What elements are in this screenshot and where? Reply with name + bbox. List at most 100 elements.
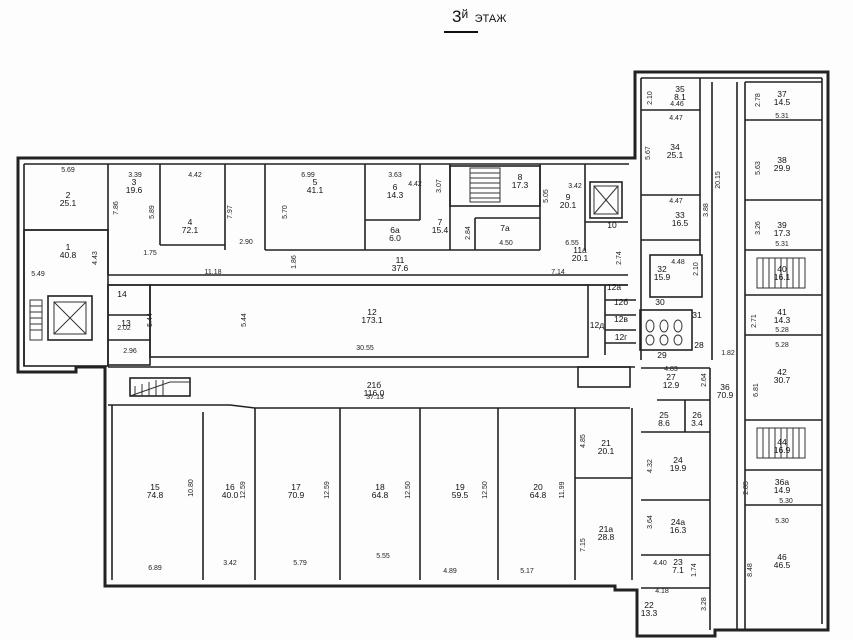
room-number: 11a [573,245,587,255]
dimension-label: 5.30 [779,498,793,505]
dimension-label: 12.59 [240,481,247,499]
room-number: 19 [455,482,465,492]
room-number: 34 [670,142,680,152]
room-number: 22 [644,600,654,610]
interior-walls [23,78,822,630]
room-area: 14.5 [774,97,791,107]
dimension-label: 4.42 [188,172,202,179]
room-number: 30 [655,297,665,307]
stair-icons [29,167,806,459]
room-number: 35 [675,84,685,94]
floor-word: ЭТАЖ [474,13,507,25]
dimension-label: 3.07 [436,179,443,193]
stair-icon [29,299,43,341]
room-number: 18 [375,482,385,492]
room-area: 8.6 [658,418,670,428]
outer-wall-main [16,70,830,638]
dimension-label: 2.10 [647,91,654,105]
room-number: 24 [673,455,683,465]
floor-number: 3 [452,7,462,26]
room-area: 40.0 [222,490,239,500]
room-number: 11 [396,255,405,265]
dimension-label: 2.02 [117,325,131,332]
dimension-label: 3.63 [388,172,402,179]
room-area: 20.1 [572,253,589,263]
room-number: 28 [694,340,704,350]
room-number: 37 [777,89,787,99]
dimension-label: 3.39 [128,172,142,179]
room-number: 5 [313,177,318,187]
dimension-label: 4.46 [670,101,684,108]
room-area: 15.4 [432,225,449,235]
room-area: 64.8 [530,490,547,500]
dimension-label: 6.89 [148,565,162,572]
room-number: 8 [518,172,523,182]
dimension-label: 30.55 [356,345,374,352]
dimension-label: 5.28 [775,342,789,349]
dimension-label: 4.48 [671,259,685,266]
room-area: 59.5 [452,490,469,500]
dimension-label: 7.86 [113,201,120,215]
room-number: 12б [614,297,628,307]
dimension-label: 2.85 [743,481,750,495]
room-number: 6 [393,182,398,192]
dimension-label: 4.47 [669,198,683,205]
room-number: 12в [614,314,628,324]
room-number: 46 [777,552,787,562]
dimension-label: 5.69 [61,167,75,174]
room-area: 72.1 [182,225,199,235]
stair-icon [469,167,501,203]
room-number: 36 [720,382,730,392]
room-area: 7.1 [672,565,684,575]
room-number: 36a [775,477,789,487]
dimension-label: 4.32 [647,459,654,473]
dimension-label: 3.26 [755,221,762,235]
dimension-label: 5.28 [775,327,789,334]
dimension-label: 5.89 [149,205,156,219]
room-area: 25.1 [667,150,684,160]
dimension-label: 3.28 [701,597,708,611]
room-area: 6.0 [389,233,401,243]
room-number: 17 [291,482,301,492]
toilet-icons [645,319,683,346]
room-number: 33 [675,210,685,220]
room-area: 16.5 [672,218,689,228]
dimension-label: 2.84 [465,226,472,240]
room-number: 21a [599,524,613,534]
elevator-icon [47,295,93,341]
stair-icon [756,257,806,289]
dimension-label: 8.48 [747,563,754,577]
room-number: 41 [777,307,787,317]
room-number: 12 [367,307,377,317]
room-area: 16.3 [670,525,687,535]
dimension-label: 4.83 [664,366,678,373]
room-area: 28.8 [598,532,615,542]
room-area: 3.4 [691,418,703,428]
room-area: 17.3 [512,180,529,190]
room-area: 25.1 [60,198,77,208]
room-number: 1 [66,242,71,252]
room-area: 14.9 [774,485,791,495]
room-number: 25 [659,410,669,420]
dimension-label: 5.17 [520,568,534,575]
room-number: 21б [367,380,381,390]
elevator-icons [47,185,619,341]
dimension-label: 4.85 [580,434,587,448]
dimension-label: 6.99 [301,172,315,179]
room-number: 2 [66,190,71,200]
room-area: 16.1 [774,272,791,282]
dimension-label: 11.18 [205,269,222,276]
room-number: 14 [117,289,127,299]
elevator-icon [593,185,619,215]
dimension-label: 3.64 [647,515,654,529]
dimension-label: 4.89 [443,568,457,575]
room-area: 40.8 [60,250,77,260]
room-area: 64.8 [372,490,389,500]
room-number: 38 [777,155,787,165]
dimension-label: 20.15 [715,171,722,189]
dimension-label: 5.31 [775,113,789,120]
room-number: 32 [657,264,667,274]
room-number: 6a [390,225,400,235]
